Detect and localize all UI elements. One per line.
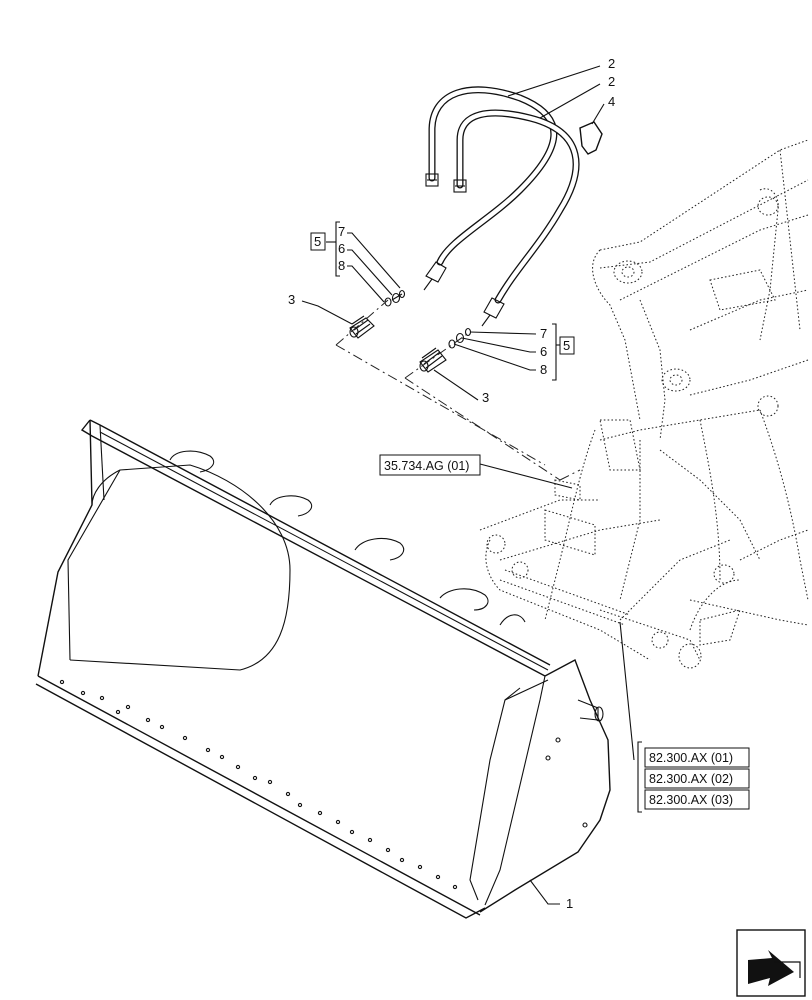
coupler-right — [419, 347, 447, 373]
callout-right-8: 8 — [540, 362, 547, 377]
hydraulic-hoses — [423, 86, 580, 327]
reference-82-300-ax-03-label[interactable]: 82.300.AX (03) — [649, 793, 733, 807]
callout-tag: 4 — [608, 94, 615, 109]
callout-right-6: 6 — [540, 344, 547, 359]
bucket — [35, 419, 611, 919]
reference-35-734-ag[interactable]: 35.734.AG (01) — [379, 454, 481, 476]
seal-group-left — [384, 289, 406, 307]
view-direction-arrow-icon[interactable] — [736, 929, 806, 997]
group-box-left — [310, 232, 326, 251]
reference-82-300-ax-01[interactable] — [644, 747, 750, 768]
seal-group-right — [448, 327, 472, 349]
coupler-left — [349, 315, 375, 339]
assembly-centerlines — [335, 299, 581, 481]
callout-hose-b: 2 — [608, 74, 615, 89]
callout-labels: 2 2 4 3 3 1 5 7 6 8 7 6 8 5 — [288, 56, 615, 911]
leader-lines — [301, 65, 642, 905]
reference-82-300-ax-02[interactable] — [644, 768, 750, 789]
reference-82-300-ax-group[interactable]: 82.300.AX (01) 82.300.AX (02) 82.300.AX … — [644, 747, 750, 810]
group-box-left-label: 5 — [314, 234, 321, 249]
reference-35-734-ag-label[interactable]: 35.734.AG (01) — [384, 459, 469, 473]
callout-coupler-left: 3 — [288, 292, 295, 307]
reference-82-300-ax-03[interactable] — [644, 789, 750, 810]
callout-hose-a: 2 — [608, 56, 615, 71]
cutting-edge-bolts — [59, 679, 458, 890]
callout-coupler-right: 3 — [482, 390, 489, 405]
callout-left-8: 8 — [338, 258, 345, 273]
bucket-hooks — [169, 450, 526, 626]
reference-82-300-ax-02-label[interactable]: 82.300.AX (02) — [649, 772, 733, 786]
reference-82-300-ax-01-label[interactable]: 82.300.AX (01) — [649, 751, 733, 765]
callout-left-7: 7 — [338, 224, 345, 239]
hose-tag — [579, 121, 603, 155]
callout-right-7: 7 — [540, 326, 547, 341]
group-box-right — [559, 336, 575, 355]
loader-arm-outline — [479, 139, 809, 669]
callout-bucket: 1 — [566, 896, 573, 911]
callout-left-6: 6 — [338, 241, 345, 256]
group-box-right-label: 5 — [563, 338, 570, 353]
